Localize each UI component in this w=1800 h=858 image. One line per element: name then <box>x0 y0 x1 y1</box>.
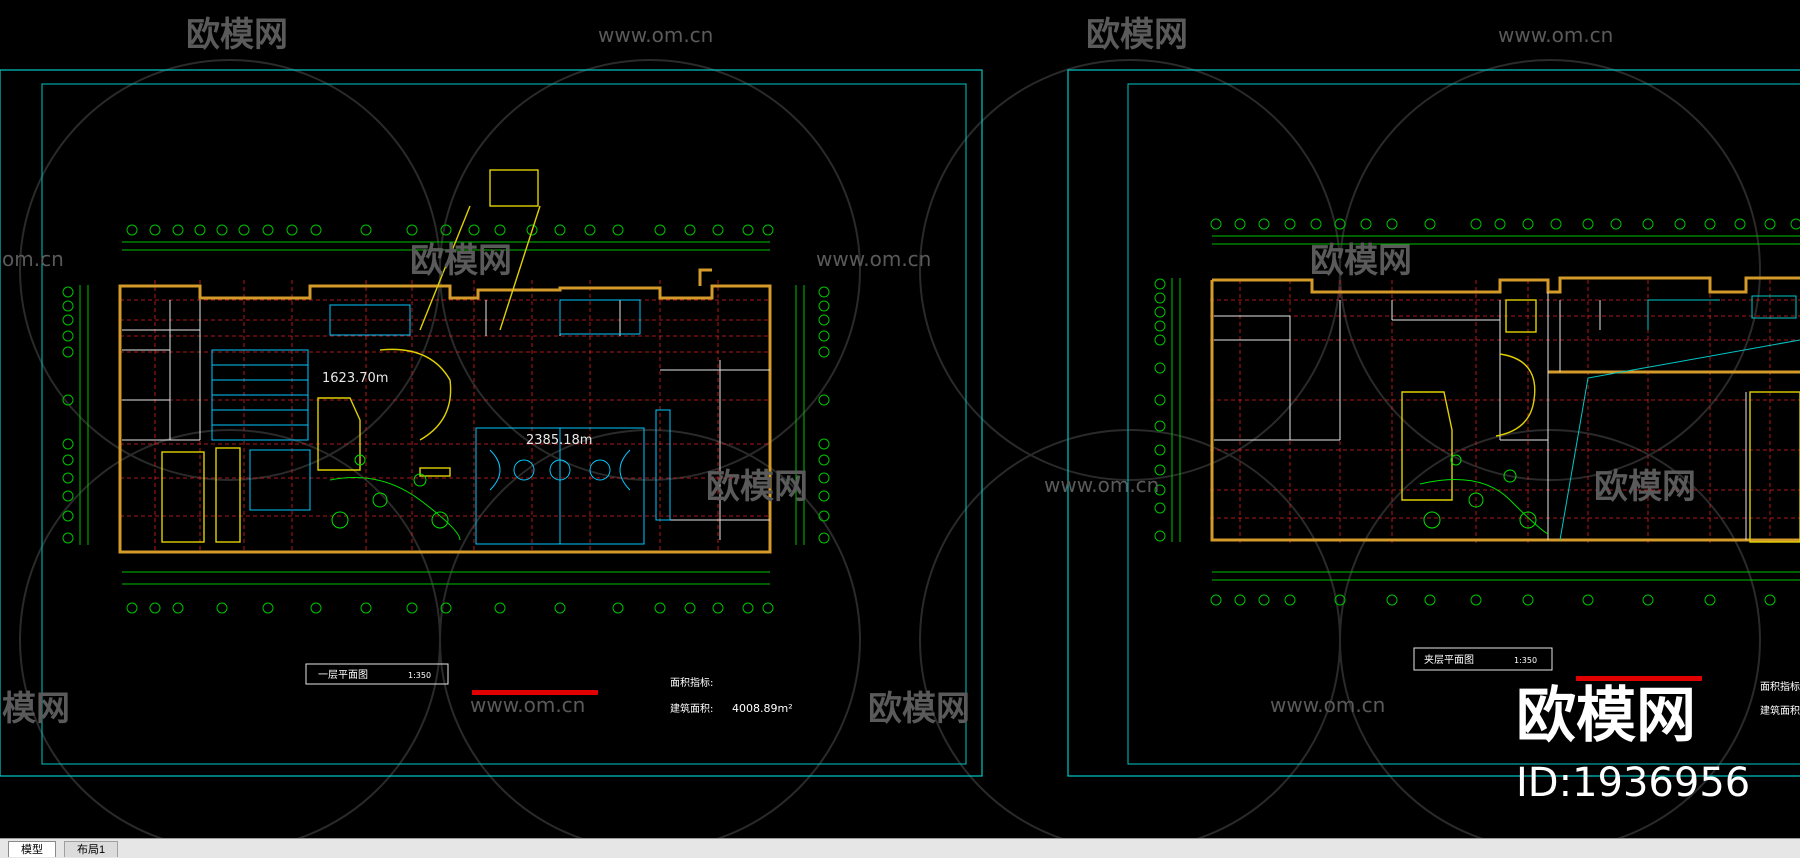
watermark-url-2: www.om.cn <box>1498 23 1613 47</box>
left-furniture <box>211 299 671 545</box>
sheet-right-outer-frame <box>1067 69 1800 777</box>
id-badge: 欧模网 ID:1936956 <box>1516 681 1750 806</box>
left-axis-top <box>122 224 774 251</box>
tab-model-label: 模型 <box>21 844 43 856</box>
watermark-logo-8: 欧模网 <box>868 689 970 729</box>
left-yellow-elements <box>161 169 541 543</box>
left-partitions <box>122 300 770 540</box>
right-partitions <box>1214 292 1747 540</box>
watermark-circles <box>19 59 1761 838</box>
watermark-logo-4: 欧模网 <box>1310 241 1412 281</box>
right-area-label-1: 面积指标 <box>1760 680 1800 693</box>
badge-id: ID:1936956 <box>1516 760 1750 806</box>
right-red-underline <box>1576 676 1702 681</box>
left-axis-bottom <box>122 571 774 614</box>
left-room-area-2: 2385.18m <box>526 433 592 448</box>
left-title-frame <box>305 663 449 685</box>
watermark-logo-7: 模网 <box>2 689 70 729</box>
sheet-right: 夹层平面图 1:350 面积指标 建筑面积 <box>1067 69 1800 777</box>
left-area-label-1: 面积指标: <box>670 676 713 689</box>
left-grid <box>120 280 770 550</box>
left-red-underline <box>472 690 598 695</box>
watermark-url-5: www.om.cn <box>1044 473 1159 497</box>
right-axis-top <box>1154 218 1800 606</box>
watermark-logo-1: 欧模网 <box>186 15 288 55</box>
left-sheet-scale: 1:350 <box>408 671 431 680</box>
watermark-url-6: www.om.cn <box>470 693 585 717</box>
sheet-left-inner-frame <box>41 83 967 765</box>
tab-layout1-label: 布局1 <box>77 844 106 856</box>
sheet-left-outer-frame <box>0 69 983 777</box>
watermarks: 欧模网 www.om.cn 欧模网 www.om.cn om.cn 欧模网 ww… <box>2 15 1696 729</box>
right-sheet-scale: 1:350 <box>1514 656 1537 665</box>
watermark-logo-5: 欧模网 <box>706 467 808 507</box>
right-title-frame <box>1413 647 1553 671</box>
left-sheet-title: 一层平面图 <box>318 669 368 681</box>
right-yellow-elements <box>1401 299 1800 543</box>
watermark-logo-6: 欧模网 <box>1594 467 1696 507</box>
badge-brand: 欧模网 <box>1516 681 1696 751</box>
sheet-left: 1623.70m 2385.18m 一层平面图 1:350 面积指标: 建筑面积… <box>0 69 983 777</box>
sheet-right-inner-frame <box>1127 83 1800 765</box>
left-building-walls <box>118 268 772 554</box>
right-building-walls <box>1210 276 1800 542</box>
tab-layout1[interactable]: 布局1 <box>64 841 119 857</box>
left-axis-sides <box>62 285 830 545</box>
cad-model-space[interactable]: 1623.70m 2385.18m 一层平面图 1:350 面积指标: 建筑面积… <box>0 0 1800 838</box>
watermark-url-3: om.cn <box>2 247 64 271</box>
right-landscape <box>1419 454 1549 535</box>
left-landscape <box>329 454 461 541</box>
left-area-label-2: 建筑面积: <box>670 702 713 715</box>
right-sheet-title: 夹层平面图 <box>1424 653 1474 666</box>
left-area-value: 4008.89m² <box>732 702 793 715</box>
layout-tab-bar: 模型 布局1 <box>0 838 1800 858</box>
right-cyan-lines <box>1559 295 1800 541</box>
watermark-url-4: www.om.cn <box>816 247 931 271</box>
watermark-url-1: www.om.cn <box>598 23 713 47</box>
watermark-url-7: www.om.cn <box>1270 693 1385 717</box>
watermark-logo-2: 欧模网 <box>1086 15 1188 55</box>
right-area-label-2: 建筑面积 <box>1760 704 1800 717</box>
left-room-area-1: 1623.70m <box>322 371 388 386</box>
watermark-logo-3: 欧模网 <box>410 241 512 281</box>
tab-model[interactable]: 模型 <box>8 841 56 857</box>
